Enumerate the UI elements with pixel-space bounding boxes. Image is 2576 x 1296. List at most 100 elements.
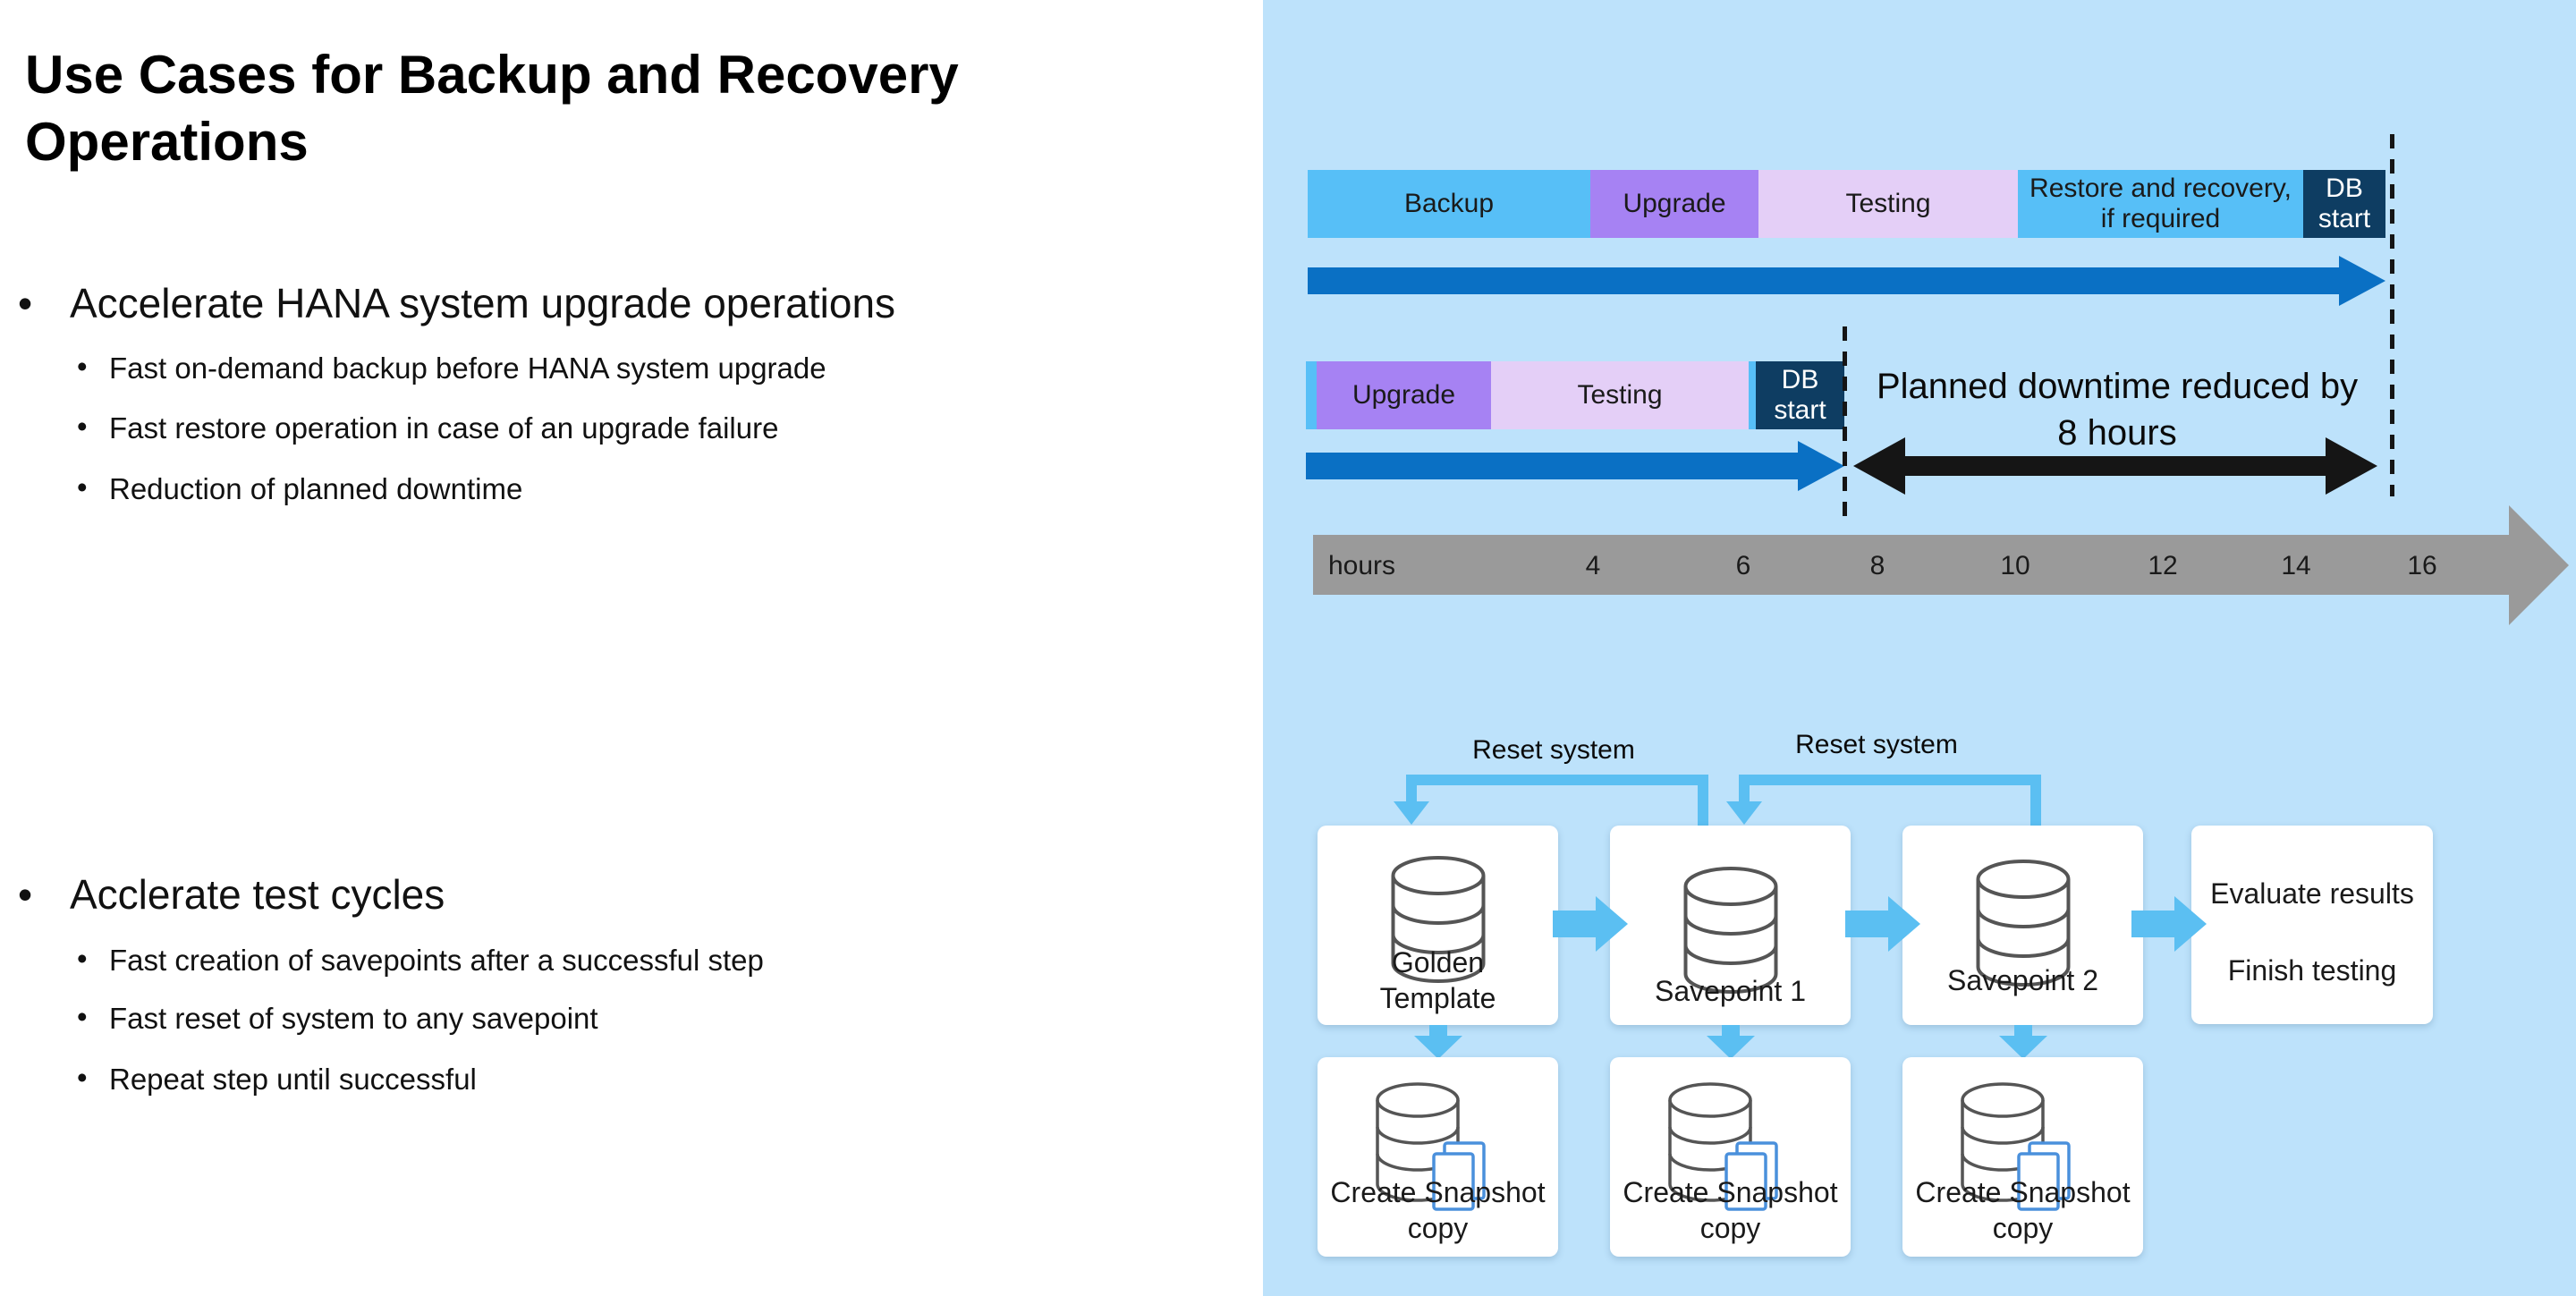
axis-tick: 6 (1735, 551, 1751, 580)
bullet-text: Fast restore operation in case of an upg… (109, 411, 779, 445)
hours-axis-bar (1313, 535, 2509, 595)
snapshot-copy-icon (1371, 1080, 1505, 1221)
box-title: Golden Template (1379, 946, 1496, 1014)
flow-arrow-down-icon (1706, 1025, 1756, 1059)
bullet-item: • Fast creation of savepoints after a su… (77, 942, 764, 978)
bullet-marker: • (18, 871, 33, 918)
standard-duration-arrow (1308, 256, 2385, 306)
bullet-item: • Fast reset of system to any savepoint (77, 1000, 598, 1037)
diagram-panel: Backup Upgrade Testing Restore and recov… (1263, 0, 2576, 1296)
arrow-head-icon (1888, 896, 1920, 952)
reset-arrowhead-2-icon (1726, 801, 1762, 825)
segment-upgrade: Upgrade (1590, 170, 1758, 238)
reset-bracket-2-tail (2030, 775, 2041, 826)
axis-label: hours (1328, 551, 1396, 580)
bullet-text: Fast reset of system to any savepoint (109, 1002, 598, 1035)
arrow-head-icon (2339, 256, 2385, 306)
reset-arrowhead-1-icon (1394, 801, 1429, 825)
arrow-shaft (1900, 456, 2331, 476)
dashed-line-accelerated-end (1843, 326, 1847, 521)
flow-arrow-right-icon (1845, 896, 1920, 952)
arrow-shaft (1308, 267, 2339, 294)
segment-db-start: DB start (1756, 361, 1844, 429)
axis-tick: 16 (2407, 551, 2437, 580)
flow-box-create-snapshot-2: Create Snapshot copy (1610, 1057, 1851, 1257)
database-icon (1971, 856, 2074, 995)
bullet-item: • Fast on-demand backup before HANA syst… (77, 350, 826, 386)
arrow-head-left-icon (1853, 437, 1905, 495)
segment-fast-backup (1306, 361, 1317, 429)
segment-testing: Testing (1491, 361, 1749, 429)
bullet-section-2-heading: • Acclerate test cycles (16, 870, 445, 919)
hours-axis-arrowhead-icon (2509, 505, 2569, 625)
database-icon (1679, 863, 1782, 1002)
snapshot-copy-icon (1956, 1080, 2090, 1221)
axis-tick: 14 (2281, 551, 2311, 580)
finish-testing-text: Finish testing (2227, 954, 2397, 987)
box-title: Create Snapshot copy (1915, 1176, 2131, 1244)
flow-arrow-down-icon (1413, 1025, 1463, 1059)
arrow-shaft (1429, 1025, 1447, 1038)
bullet-marker: • (77, 942, 88, 975)
arrow-head-icon (2174, 896, 2207, 952)
arrow-shaft (1722, 1025, 1740, 1038)
dashed-line-standard-end (2390, 134, 2394, 496)
flow-box-evaluate: Evaluate results Finish testing (2191, 826, 2433, 1024)
arrow-shaft (1306, 453, 1798, 479)
snapshot-copy-icon (1664, 1080, 1798, 1221)
bullet-marker: • (77, 470, 88, 504)
downtime-saved-double-arrow (1853, 437, 2377, 495)
flow-arrow-right-icon (1553, 896, 1628, 952)
arrow-shaft (2131, 911, 2174, 937)
reset-bracket-1 (1406, 775, 1708, 785)
database-icon (1386, 852, 1489, 991)
segment-restore-recovery: Restore and recovery, if required (2018, 170, 2303, 238)
axis-tick: 10 (2000, 551, 2030, 580)
bullet-item: • Repeat step until successful (77, 1061, 477, 1097)
bullet-text: Repeat step until successful (109, 1063, 477, 1096)
bullet-marker: • (77, 410, 88, 443)
bullet-text: Fast creation of savepoints after a succ… (109, 944, 764, 977)
reset-system-label-2: Reset system (1795, 730, 1958, 759)
flow-box-create-snapshot-1: Create Snapshot copy (1318, 1057, 1558, 1257)
accelerated-duration-arrow (1306, 441, 1844, 491)
arrow-head-icon (1999, 1036, 2047, 1059)
flow-box-create-snapshot-3: Create Snapshot copy (1902, 1057, 2143, 1257)
arrow-head-icon (1798, 441, 1844, 491)
axis-tick: 4 (1585, 551, 1601, 580)
downtime-annotation: Planned downtime reduced by 8 hours (1876, 367, 2359, 453)
arrow-head-icon (1596, 896, 1628, 952)
arrow-head-icon (1707, 1036, 1755, 1059)
timeline-accelerated-bar: Upgrade Testing DB start (1306, 361, 1844, 429)
arrow-head-icon (1414, 1036, 1462, 1059)
reset-system-label-1: Reset system (1472, 735, 1635, 765)
bullet-marker: • (77, 1000, 88, 1033)
box-title: Create Snapshot copy (1330, 1176, 1546, 1244)
flow-arrow-right-icon (2131, 896, 2207, 952)
bullet-marker: • (18, 280, 33, 326)
flow-box-savepoint-2: Savepoint 2 (1902, 826, 2143, 1025)
box-title: Savepoint 1 (1654, 975, 1806, 1007)
flow-box-golden-template: Golden Template (1318, 826, 1558, 1025)
segment-db-start: DB start (2303, 170, 2385, 238)
bullet-section-1-heading: • Accelerate HANA system upgrade operati… (16, 279, 895, 328)
page-title: Use Cases for Backup and Recovery Operat… (25, 45, 959, 173)
flow-box-savepoint-1: Savepoint 1 (1610, 826, 1851, 1025)
bullet-text: Fast on-demand backup before HANA system… (109, 352, 826, 385)
flow-arrow-down-icon (1998, 1025, 2048, 1059)
arrow-shaft (1845, 911, 1888, 937)
arrow-head-right-icon (2326, 437, 2377, 495)
bullet-marker: • (77, 1061, 88, 1094)
timeline-standard-bar: Backup Upgrade Testing Restore and recov… (1308, 170, 2385, 238)
segment-testing: Testing (1758, 170, 2018, 238)
arrow-shaft (2014, 1025, 2032, 1038)
segment-upgrade: Upgrade (1317, 361, 1491, 429)
bullet-item: • Fast restore operation in case of an u… (77, 410, 778, 446)
section-heading: Accelerate HANA system upgrade operation… (70, 280, 896, 326)
box-title: Savepoint 2 (1946, 964, 2098, 996)
axis-tick: 12 (2148, 551, 2178, 580)
bullet-item: • Reduction of planned downtime (77, 470, 522, 507)
bullet-text: Reduction of planned downtime (109, 472, 523, 505)
reset-bracket-1-stub (1406, 775, 1417, 801)
reset-bracket-2 (1739, 775, 2041, 785)
